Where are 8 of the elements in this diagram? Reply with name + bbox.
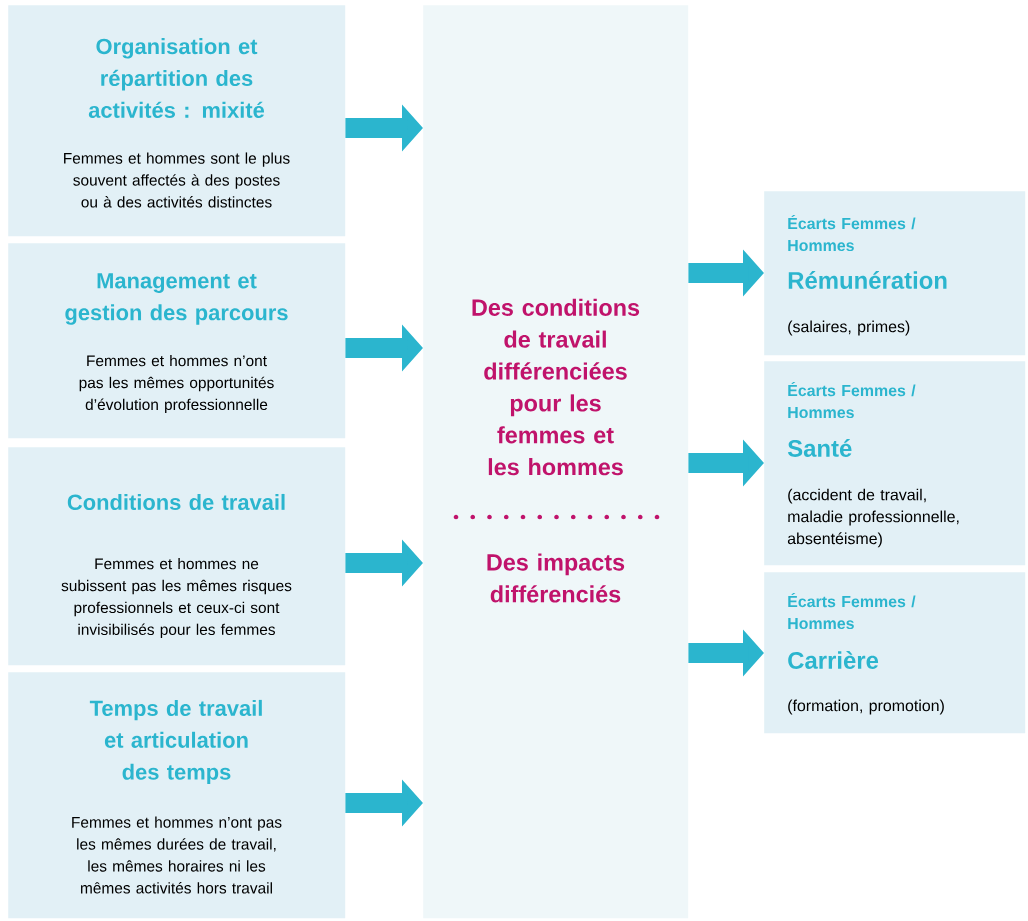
- outcome-box: Écarts Femmes / Hommes Rémunération (salaires, primes): [764, 191, 1026, 356]
- central-panel: Des conditions de travail différenciées pour les femmes et les hommes Des impacts différenciés: [423, 5, 689, 919]
- outcome-box: Écarts Femmes / Hommes Carrière (formation, promotion): [764, 572, 1026, 734]
- outcome-box: Écarts Femmes / Hommes Santé (accident de travail, maladie professionnelle, absentéisme): [764, 361, 1026, 566]
- category-box: Temps de travail et articulation des temps Femmes et hommes n’ont pas les mêmes durées de travail, les mêmes horaires ni les mêmes activités hors travail: [8, 672, 346, 919]
- category-box: Organisation et répartition des activités : mixité Femmes et hommes sont le plus souvent affectés à des postes ou à des activités distinctes: [8, 5, 346, 237]
- category-box: Management et gestion des parcours Femmes et hommes n’ont pas les mêmes opportunités d’évolution professionnelle: [8, 243, 346, 439]
- category-box: Conditions de travail Femmes et hommes ne subissent pas les mêmes risques professionnels et ceux-ci sont invisibilisés pour les femmes: [8, 447, 346, 666]
